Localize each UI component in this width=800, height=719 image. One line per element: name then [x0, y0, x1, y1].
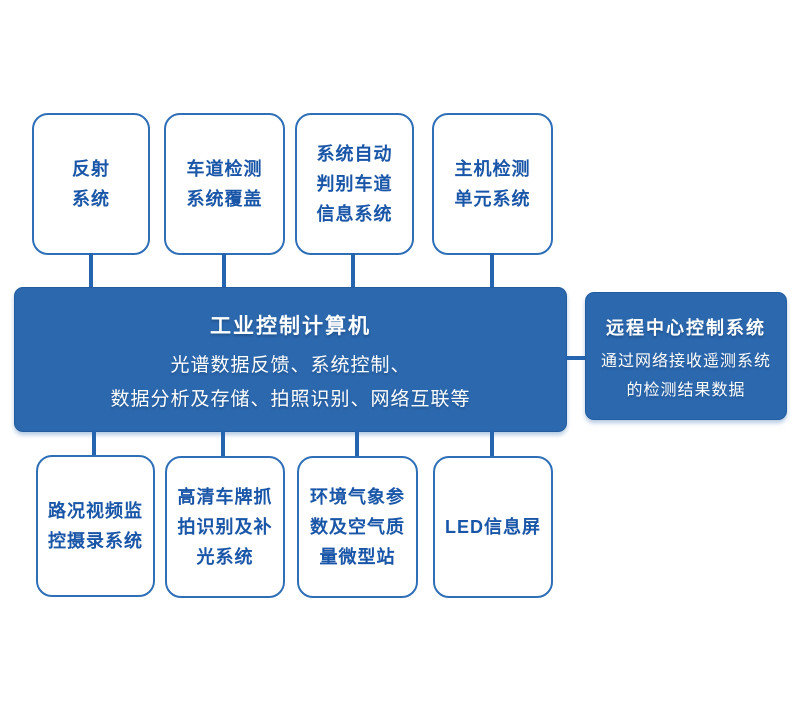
connector-top-3 — [351, 253, 355, 289]
box-auto-lane-identification: 系统自动 判别车道 信息系统 — [295, 113, 414, 255]
box-host-detection-unit: 主机检测 单元系统 — [432, 113, 553, 255]
box-license-plate-capture: 高清车牌抓 拍识别及补 光系统 — [165, 456, 285, 598]
box-road-video-surveillance: 路况视频监 控摄录系统 — [36, 455, 155, 597]
box-industrial-control-computer: 工业控制计算机 光谱数据反馈、系统控制、 数据分析及存储、拍照识别、网络互联等 — [14, 287, 567, 432]
box-reflection-system-label: 反射 系统 — [72, 159, 110, 209]
box-remote-center-control: 远程中心控制系统 通过网络接收遥测系统 的检测结果数据 — [585, 292, 787, 420]
box-lane-detection-coverage-label: 车道检测 系统覆盖 — [186, 159, 263, 209]
box-host-detection-unit-label: 主机检测 单元系统 — [454, 159, 531, 209]
box-license-plate-capture-label: 高清车牌抓 拍识别及补 光系统 — [177, 487, 273, 567]
connector-bottom-2 — [221, 430, 225, 457]
box-road-video-surveillance-label: 路况视频监 控摄录系统 — [48, 501, 143, 551]
connector-main-to-remote — [565, 356, 586, 360]
connector-bottom-1 — [92, 430, 96, 457]
box-environment-air-quality-station-label: 环境气象参 数及空气质 量微型站 — [310, 487, 405, 567]
box-auto-lane-identification-label: 系统自动 判别车道 信息系统 — [316, 144, 393, 224]
box-lane-detection-coverage: 车道检测 系统覆盖 — [164, 113, 285, 255]
connector-bottom-3 — [355, 430, 359, 457]
connector-top-4 — [490, 253, 494, 289]
connector-bottom-4 — [490, 430, 494, 457]
box-led-info-screen-label: LED信息屏 — [445, 517, 541, 537]
box-led-info-screen: LED信息屏 — [433, 456, 553, 598]
connector-top-1 — [89, 253, 93, 289]
industrial-control-computer-title: 工业控制计算机 — [210, 315, 371, 338]
remote-center-control-title: 远程中心控制系统 — [606, 318, 766, 338]
remote-center-control-description: 通过网络接收遥测系统 的检测结果数据 — [600, 353, 771, 399]
connector-top-2 — [222, 253, 226, 289]
box-reflection-system: 反射 系统 — [32, 113, 150, 255]
box-environment-air-quality-station: 环境气象参 数及空气质 量微型站 — [297, 456, 418, 598]
industrial-control-computer-description: 光谱数据反馈、系统控制、 数据分析及存储、拍照识别、网络互联等 — [110, 355, 471, 410]
